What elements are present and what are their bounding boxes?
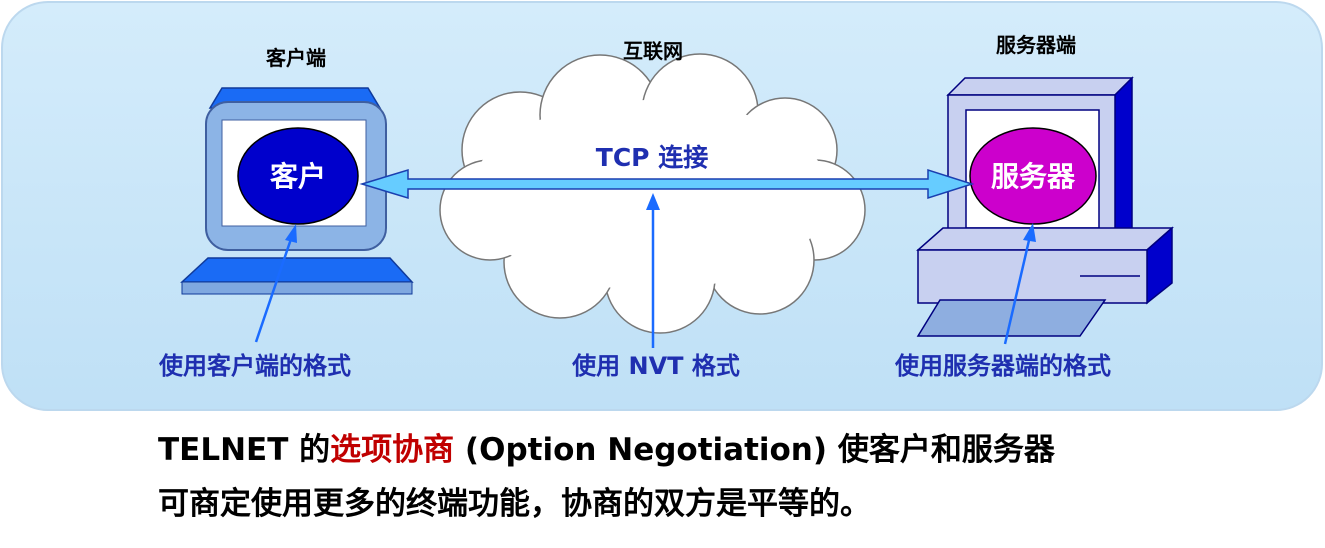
- caption-line-1: TELNET 的选项协商 (Option Negotiation) 使客户和服务…: [158, 424, 1278, 476]
- cloud-core: [470, 100, 830, 290]
- caption-line-1-end: (Option Negotiation) 使客户和服务器: [454, 432, 1055, 468]
- tcp-connection-arrow: [359, 168, 975, 200]
- telnet-diagram: 客户端 互联网 服务器端 客户 服务器 TCP 连接 使用客户端的格式 使用 N…: [1, 1, 1323, 411]
- server-ellipse-label: 服务器: [991, 160, 1076, 193]
- server-side-label: 服务器端: [996, 33, 1076, 57]
- internet-label: 互联网: [623, 39, 683, 63]
- nvt-format-label: 使用 NVT 格式: [571, 352, 740, 380]
- caption-highlight: 选项协商: [330, 432, 455, 468]
- client-ellipse-label: 客户: [270, 160, 326, 193]
- tcp-connection-label: TCP 连接: [596, 143, 708, 172]
- client-format-label: 使用客户端的格式: [158, 352, 351, 380]
- client-ellipse: [237, 127, 359, 225]
- pointer-arrows: [254, 193, 1036, 348]
- server-format-label: 使用服务器端的格式: [894, 352, 1111, 380]
- caption-line-1-start: TELNET 的: [158, 432, 331, 468]
- caption-line-2: 可商定使用更多的终端功能，协商的双方是平等的。: [158, 478, 1278, 530]
- caption-line-2-text: 可商定使用更多的终端功能，协商的双方是平等的。: [158, 486, 871, 522]
- client-side-label: 客户端: [265, 46, 326, 70]
